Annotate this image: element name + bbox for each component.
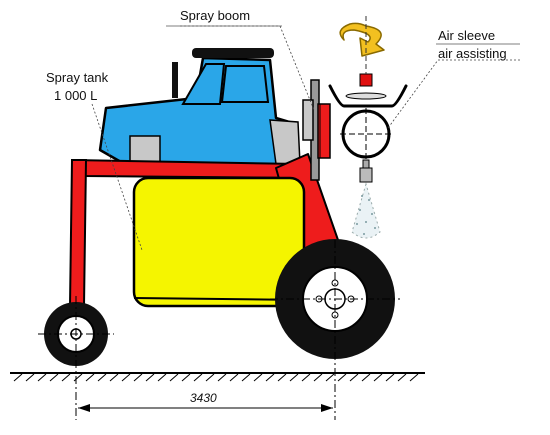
frame-front-leg — [68, 159, 88, 307]
tank-body — [132, 176, 306, 308]
spray-cone — [351, 182, 381, 239]
spray-boom — [302, 79, 331, 181]
nozzle-body — [362, 159, 370, 169]
rotation-arrow-icon — [339, 16, 385, 74]
ground — [10, 372, 425, 382]
spray-tank — [132, 176, 306, 308]
frame-top-beam — [71, 159, 305, 179]
tractor-cab — [98, 48, 301, 168]
cab-window-front — [181, 63, 226, 105]
air-sleeve-arms — [328, 84, 408, 108]
spray-tank-label-line2: 1 000 L — [54, 88, 97, 103]
exhaust-pipe — [172, 62, 178, 98]
spray-tank-label-line1: Spray tank — [46, 70, 109, 85]
cab-roof — [192, 48, 274, 58]
wheelbase-dimension-value: 3430 — [190, 391, 217, 405]
rear-wheel — [270, 239, 400, 420]
cab-window-rear — [220, 65, 270, 103]
front-wheel — [38, 296, 114, 420]
air-fan-block — [359, 73, 373, 87]
dimension-arrow-right-icon — [321, 404, 333, 412]
wheelbase-dimension: 3430 — [78, 391, 333, 412]
spray-tank-leader — [91, 103, 143, 251]
air-fan-disc — [345, 92, 387, 100]
air-sleeve-leader — [387, 59, 520, 129]
boom-plate-red — [317, 103, 331, 159]
air-sleeve-label-line2: air assisting — [438, 46, 507, 61]
air-sleeve-assembly — [328, 73, 408, 183]
cab-rear-grey — [269, 119, 301, 165]
nozzle-tip — [359, 167, 373, 183]
spray-boom-label: Spray boom — [180, 8, 250, 23]
boom-plate-grey — [302, 99, 314, 141]
air-sleeve-label-line1: Air sleeve — [438, 28, 495, 43]
dimension-arrow-left-icon — [78, 404, 90, 412]
